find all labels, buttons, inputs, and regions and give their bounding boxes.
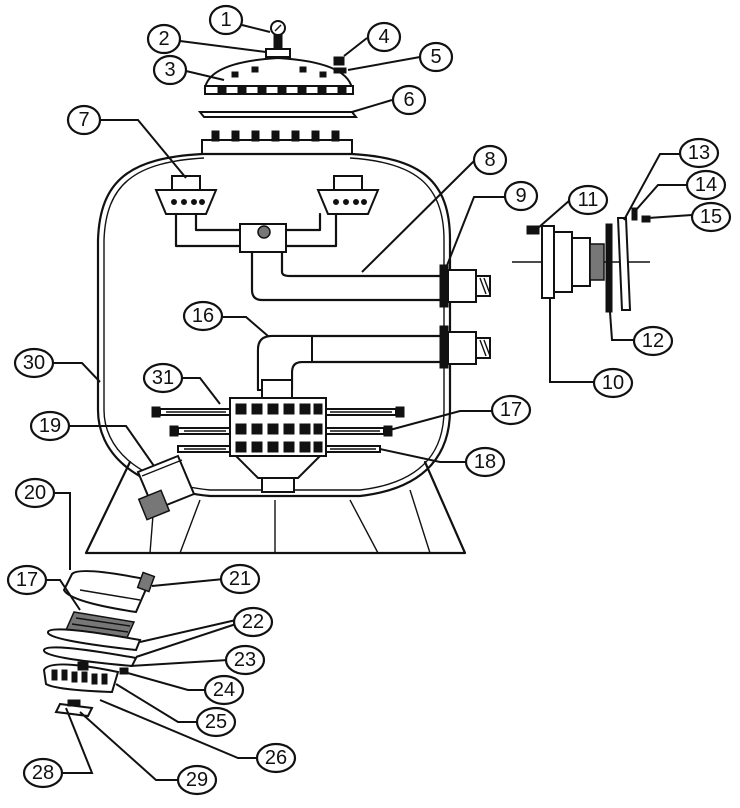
callout-15: 15 — [690, 201, 732, 233]
callout-14: 14 — [685, 169, 727, 201]
callout-label: 9 — [515, 185, 526, 207]
callout-label: 2 — [158, 28, 169, 50]
callout-label: 21 — [229, 568, 251, 590]
callout-label: 25 — [205, 711, 227, 733]
leader-lines — [40, 24, 693, 781]
bulkhead-thread — [589, 243, 605, 281]
callout-label: 28 — [32, 762, 54, 784]
upper-bulkhead-fitting — [439, 264, 491, 308]
callout-label: 30 — [23, 352, 45, 374]
callout-10: 10 — [592, 367, 634, 399]
callout-label: 23 — [234, 649, 256, 671]
callout-label: 22 — [242, 611, 264, 633]
callout-16: 16 — [182, 300, 224, 332]
callout-label: 26 — [265, 747, 287, 769]
bulkhead-nut — [526, 225, 540, 235]
callout-label: 19 — [39, 415, 61, 437]
callout-8: 8 — [472, 144, 508, 176]
upper-manifold — [174, 212, 442, 302]
lateral-hub — [229, 379, 327, 493]
callout-label: 13 — [688, 142, 710, 164]
callout-29: 29 — [176, 764, 218, 796]
drain-plug — [54, 702, 94, 718]
callout-4: 4 — [366, 21, 402, 53]
callout-12: 12 — [632, 325, 674, 357]
upper-diffuser-left — [154, 175, 218, 215]
callout-label: 14 — [695, 174, 717, 196]
callout-28: 28 — [22, 757, 64, 789]
callout-3: 3 — [152, 54, 188, 86]
callout-7: 7 — [66, 104, 102, 136]
callout-19: 19 — [29, 410, 71, 442]
bulkhead-flange — [541, 225, 555, 299]
callout-label: 7 — [78, 109, 89, 131]
drain-clip — [119, 667, 129, 675]
drain-knob — [136, 571, 156, 593]
filter-tank — [84, 130, 491, 555]
callout-label: 3 — [164, 59, 175, 81]
lower-elbow-pipe — [256, 325, 491, 392]
clamp-washer — [333, 67, 347, 74]
callout-label: 11 — [578, 189, 599, 211]
bulkhead-plate — [616, 217, 632, 311]
lid-assembly — [197, 20, 359, 118]
drain-fitting — [136, 454, 196, 521]
callout-31: 31 — [142, 362, 184, 394]
callout-label: 31 — [152, 367, 174, 389]
callout-23: 23 — [224, 644, 266, 676]
callout-label: 17 — [500, 399, 522, 421]
callout-label: 24 — [213, 679, 235, 701]
callout-label: 12 — [642, 330, 664, 352]
callout-24: 24 — [203, 674, 245, 706]
screw-washer — [631, 207, 638, 221]
upper-diffuser-right — [316, 175, 380, 215]
callout-label: 4 — [378, 26, 389, 48]
callout-label: 6 — [403, 89, 414, 111]
callout-6: 6 — [391, 84, 427, 116]
callout-17-drain: 17 — [6, 564, 48, 596]
callout-11: 11 — [567, 184, 609, 216]
callout-5: 5 — [418, 41, 454, 73]
callout-26: 26 — [255, 742, 297, 774]
callout-label: 29 — [186, 769, 208, 791]
callout-label: 5 — [430, 46, 441, 68]
callout-label: 17 — [16, 569, 38, 591]
callout-label: 1 — [220, 9, 231, 31]
callout-13: 13 — [678, 137, 720, 169]
callout-label: 8 — [484, 149, 495, 171]
callout-1: 1 — [208, 4, 244, 36]
callout-17-tank: 17 — [490, 394, 532, 426]
callout-18: 18 — [464, 446, 506, 478]
callout-label: 15 — [700, 206, 722, 228]
tank-stand — [84, 460, 467, 555]
callout-9: 9 — [503, 180, 539, 212]
laterals — [151, 406, 405, 453]
callout-2: 2 — [146, 23, 182, 55]
callout-20: 20 — [14, 477, 56, 509]
callout-22: 22 — [232, 606, 274, 638]
drain-exploded — [42, 570, 156, 718]
lid-o-ring — [197, 111, 359, 118]
drain-gasket — [43, 646, 138, 668]
callout-label: 10 — [602, 372, 624, 394]
callout-label: 20 — [24, 482, 46, 504]
callout-label: 16 — [192, 305, 214, 327]
callout-30: 30 — [13, 347, 55, 379]
bulkhead-gasket — [605, 223, 613, 313]
air-relief-valve — [273, 34, 283, 50]
callout-21: 21 — [219, 563, 261, 595]
filter-lid — [203, 56, 354, 89]
clamp-bolt — [333, 56, 345, 66]
screw — [641, 215, 651, 223]
drain-ring — [47, 628, 142, 652]
callout-label: 18 — [474, 451, 496, 473]
callout-25: 25 — [195, 706, 237, 738]
bulkhead-exploded — [512, 207, 651, 313]
